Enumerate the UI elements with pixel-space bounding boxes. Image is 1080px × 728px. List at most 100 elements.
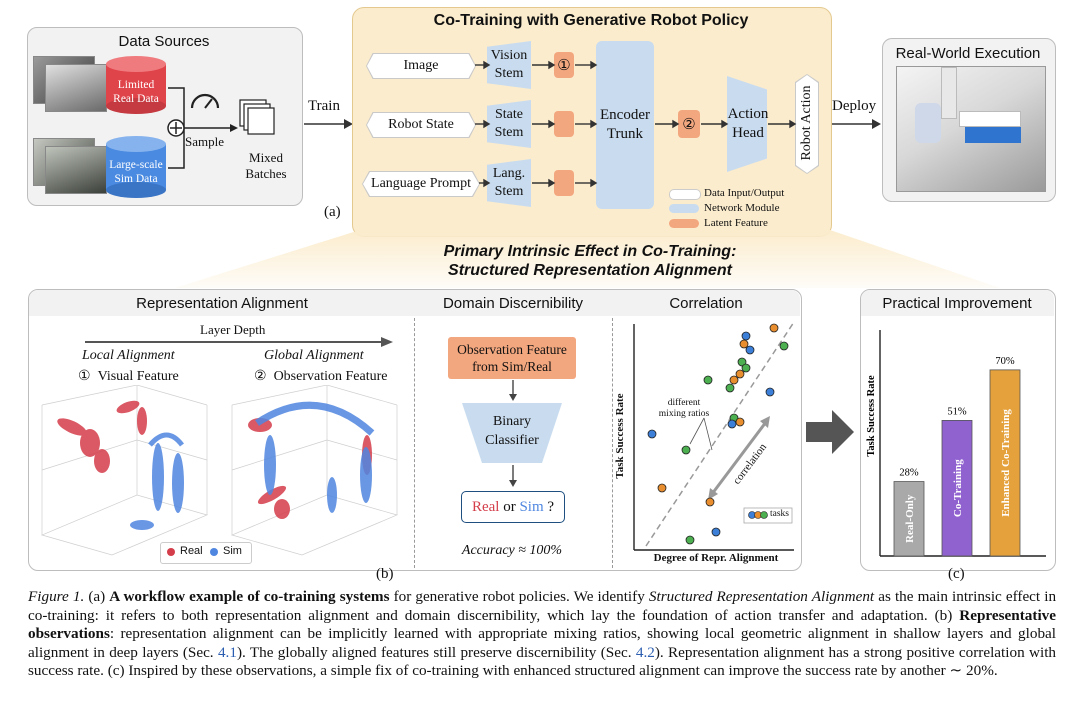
legend-sim-dot bbox=[210, 548, 218, 556]
result-q: ? bbox=[547, 498, 555, 515]
result-box: Real or Sim ? bbox=[461, 491, 565, 523]
caption-b-rest3: ). Representation alignment has a strong… bbox=[28, 643, 1057, 680]
layer-depth-arrow bbox=[85, 337, 393, 347]
action-head bbox=[727, 76, 767, 172]
corr-xlabel: Degree of Repr. Alignment bbox=[653, 552, 779, 564]
caption-c-marker: (c) bbox=[107, 662, 125, 680]
sim-photo-2-front bbox=[45, 146, 107, 194]
layer-depth-label: Layer Depth bbox=[200, 322, 266, 337]
sample-label: Sample bbox=[185, 134, 224, 149]
figure-caption: Figure 1. (a) A workflow example of co-t… bbox=[28, 588, 1056, 681]
lang-stem: Lang. Stem bbox=[487, 159, 531, 207]
global-alignment-label: Global Alignment bbox=[264, 348, 364, 363]
caption-b-rest2: ). The globally aligned features still p… bbox=[236, 643, 632, 661]
bar-2 bbox=[989, 369, 1021, 557]
caption-b-marker: (b) bbox=[934, 606, 953, 624]
accuracy-label: Accuracy ≈ 100% bbox=[461, 543, 563, 558]
real-world-photo bbox=[896, 66, 1046, 192]
latent-marker-1: ① bbox=[554, 52, 574, 78]
train-label: Train bbox=[308, 98, 340, 114]
panel-a-label: (a) bbox=[324, 204, 341, 220]
cotraining-title: Co-Training with Generative Robot Policy bbox=[433, 12, 749, 29]
input-state-label: Robot State bbox=[367, 113, 475, 137]
spotlight-cone bbox=[175, 230, 1000, 288]
legend-module-swatch bbox=[669, 204, 699, 213]
improvement-arrow bbox=[806, 410, 854, 454]
bar-value-label-2: 70% bbox=[995, 356, 1015, 367]
cotraining-arrows bbox=[475, 60, 797, 188]
real-cylinder-label: Limited Real Data bbox=[113, 79, 159, 105]
legend-real-dot bbox=[167, 548, 175, 556]
corr-ylabel: Task Success Rate bbox=[614, 393, 626, 479]
corr-annotation: different mixing ratios bbox=[658, 398, 710, 419]
train-arrow bbox=[304, 119, 353, 129]
legend-module-label: Network Module bbox=[704, 202, 780, 214]
legend-latent-swatch bbox=[669, 219, 699, 228]
legend-real-label: Real bbox=[180, 545, 203, 557]
obs-feature-box: Observation Feature from Sim/Real bbox=[448, 337, 576, 379]
bar-category-label-2: Enhanced Co-Training bbox=[1000, 409, 1012, 517]
result-sim: Sim bbox=[519, 498, 544, 515]
panel-c-label: (c) bbox=[948, 566, 965, 582]
input-language-label: Language Prompt bbox=[363, 172, 479, 196]
robot-action-box bbox=[795, 74, 819, 174]
section-title-discernibility: Domain Discernibility bbox=[442, 295, 584, 312]
divider-1 bbox=[414, 318, 415, 568]
corr-legend-label: tasks bbox=[770, 509, 789, 519]
bar-value-label-0: 28% bbox=[899, 468, 919, 479]
latent-state bbox=[554, 111, 574, 137]
legend-data-label: Data Input/Output bbox=[704, 187, 785, 199]
scatter-legend bbox=[160, 542, 252, 564]
input-language-box: Language Prompt bbox=[362, 171, 480, 197]
section-title-correlation: Correlation bbox=[669, 295, 743, 312]
caption-fig: Figure 1. bbox=[28, 588, 85, 605]
observation-feature-text: Observation Feature bbox=[273, 369, 388, 384]
binary-classifier-label: Binary Classifier bbox=[485, 414, 539, 448]
data-cylinders bbox=[106, 56, 275, 198]
caption-ref-4-2[interactable]: 4.2 bbox=[635, 643, 655, 661]
input-image-box: Image bbox=[366, 53, 476, 79]
observation-feature-label: ② Observation Feature bbox=[254, 368, 387, 385]
effect-line-1: Primary Intrinsic Effect in Co-Training: bbox=[443, 243, 737, 260]
scatter-3d-plots bbox=[40, 385, 399, 556]
caption-b-rest1: : representation alignment can be implic… bbox=[28, 625, 1056, 661]
caption-a-rest1: for generative robot policies. We identi… bbox=[393, 588, 645, 605]
caption-a-marker: (a) bbox=[88, 588, 106, 605]
real-world-title: Real-World Execution bbox=[895, 45, 1041, 62]
result-or: or bbox=[503, 498, 516, 515]
mixed-batches-label: Mixed Batches bbox=[245, 150, 287, 181]
latent-lang bbox=[554, 170, 574, 196]
bar-1 bbox=[941, 420, 973, 557]
sim-cylinder-label: Large-scale Sim Data bbox=[109, 159, 163, 185]
marker-1-icon: ① bbox=[78, 369, 91, 384]
visual-feature-label: ① Visual Feature bbox=[78, 368, 179, 385]
encoder-trunk: Encoder Trunk bbox=[596, 41, 654, 209]
panel-c-title: Practical Improvement bbox=[882, 295, 1032, 312]
data-sources-title: Data Sources bbox=[118, 33, 210, 50]
bar-value-label-1: 51% bbox=[947, 406, 967, 417]
encoder-trunk-label: Encoder Trunk bbox=[600, 107, 650, 142]
caption-c-rest: Inspired by these observations, a simple… bbox=[128, 662, 998, 680]
visual-feature-text: Visual Feature bbox=[97, 369, 179, 384]
correlation-plot bbox=[633, 321, 795, 551]
section-title-alignment: Representation Alignment bbox=[136, 295, 308, 312]
panel-c-header bbox=[861, 290, 1054, 316]
obs-feature-label: Observation Feature from Sim/Real bbox=[457, 342, 567, 374]
legend-sim-label: Sim bbox=[223, 545, 242, 557]
input-image-label: Image bbox=[367, 54, 475, 78]
improvement-bar-chart: Task Success Rate28%Real-Only51%Co-Train… bbox=[866, 330, 1046, 557]
caption-ref-4-1[interactable]: 4.1 bbox=[217, 643, 237, 661]
input-state-box: Robot State bbox=[366, 112, 476, 138]
disc-arrows bbox=[509, 380, 517, 487]
caption-a-bold: A workflow example of co-training system… bbox=[109, 588, 390, 605]
bar-ylabel: Task Success Rate bbox=[866, 375, 877, 457]
panel-b-header bbox=[29, 290, 800, 316]
caption-a-rest2: as the main intrinsic effect in co-train… bbox=[28, 588, 1057, 624]
state-stem: State Stem bbox=[487, 100, 531, 148]
legend-data-swatch bbox=[669, 189, 701, 200]
divider-2 bbox=[612, 318, 613, 568]
effect-line-2: Structured Representation Alignment bbox=[448, 262, 732, 279]
caption-b-bold: Representative observations bbox=[28, 606, 1057, 643]
deploy-label: Deploy bbox=[832, 98, 877, 114]
caption-a-italic: Structured Representation Alignment bbox=[648, 588, 875, 605]
